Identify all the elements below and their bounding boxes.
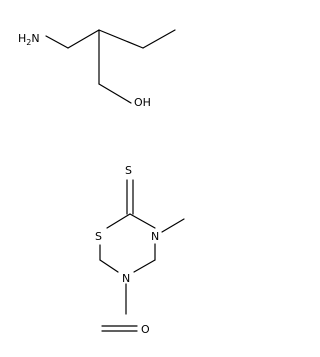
bond-ch-ch2-ethyl (98, 29, 144, 49)
ring-nitrogen-3-label: N (151, 230, 159, 243)
bond-n3-methyl (161, 218, 185, 233)
carbonyl-oxygen-label: O (141, 323, 150, 336)
molecule-formaldehyde: O (101, 323, 150, 336)
hydroxyl-label: OH (134, 96, 151, 109)
amine-label: H2N (18, 32, 40, 47)
bond-c6-n5 (99, 259, 119, 273)
bond-n-ch2 (45, 35, 69, 49)
ring-nitrogen-5-label: N (122, 272, 130, 285)
bond-c2-s1 (106, 213, 131, 229)
bond-n5-c4 (133, 259, 156, 273)
bond-c2-n3 (129, 213, 156, 229)
chemical-structure-diagram: H2N OH S S N N O (18, 29, 185, 336)
ring-sulfur-label: S (95, 230, 102, 243)
bond-ch2-oh (98, 83, 132, 104)
thione-sulfur-label: S (125, 164, 132, 177)
molecule-thiadiazinethione: S S N N (95, 164, 185, 315)
molecule-aminobutanol: H2N OH (18, 29, 176, 109)
bond-ethyl-ch3 (142, 29, 176, 49)
bond-ch2-ch (67, 29, 100, 49)
